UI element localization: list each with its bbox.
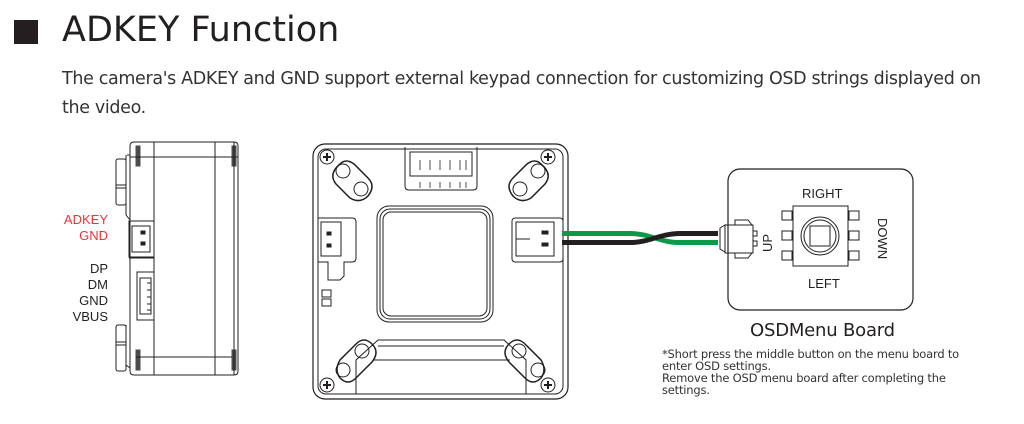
screw-icon [319,149,556,393]
key-label-left: LEFT [808,276,840,291]
osd-board-notes: *Short press the middle button on the me… [662,348,992,396]
pin-label-dm: DM [87,277,108,292]
pin-label-usb-gnd: GND [79,293,108,308]
key-label-down: DOWN [875,218,890,260]
osd-menu-board [719,168,914,311]
camera-rear-view [312,143,569,400]
pin-label-vbus: VBUS [72,309,108,324]
key-label-right: RIGHT [802,186,843,201]
section-title: ADKEY Function [62,10,340,50]
key-label-up: UP [760,233,775,252]
osd-note-line: *Short press the middle button on the me… [662,347,960,373]
adkey-cable [562,231,718,245]
osd-note-line: Remove the OSD menu board after completi… [662,371,946,397]
camera-side-view [115,141,239,376]
pin-label-dp: DP [89,261,108,276]
osd-board-title: OSDMenu Board [750,320,895,341]
section-header: ADKEY Function [14,2,339,58]
pin-label-adkey: ADKEY [63,212,108,227]
section-description: The camera's ADKEY and GND support exter… [62,69,981,118]
pin-label-adkey-gnd: GND [79,228,108,243]
square-bullet-icon [14,20,38,44]
